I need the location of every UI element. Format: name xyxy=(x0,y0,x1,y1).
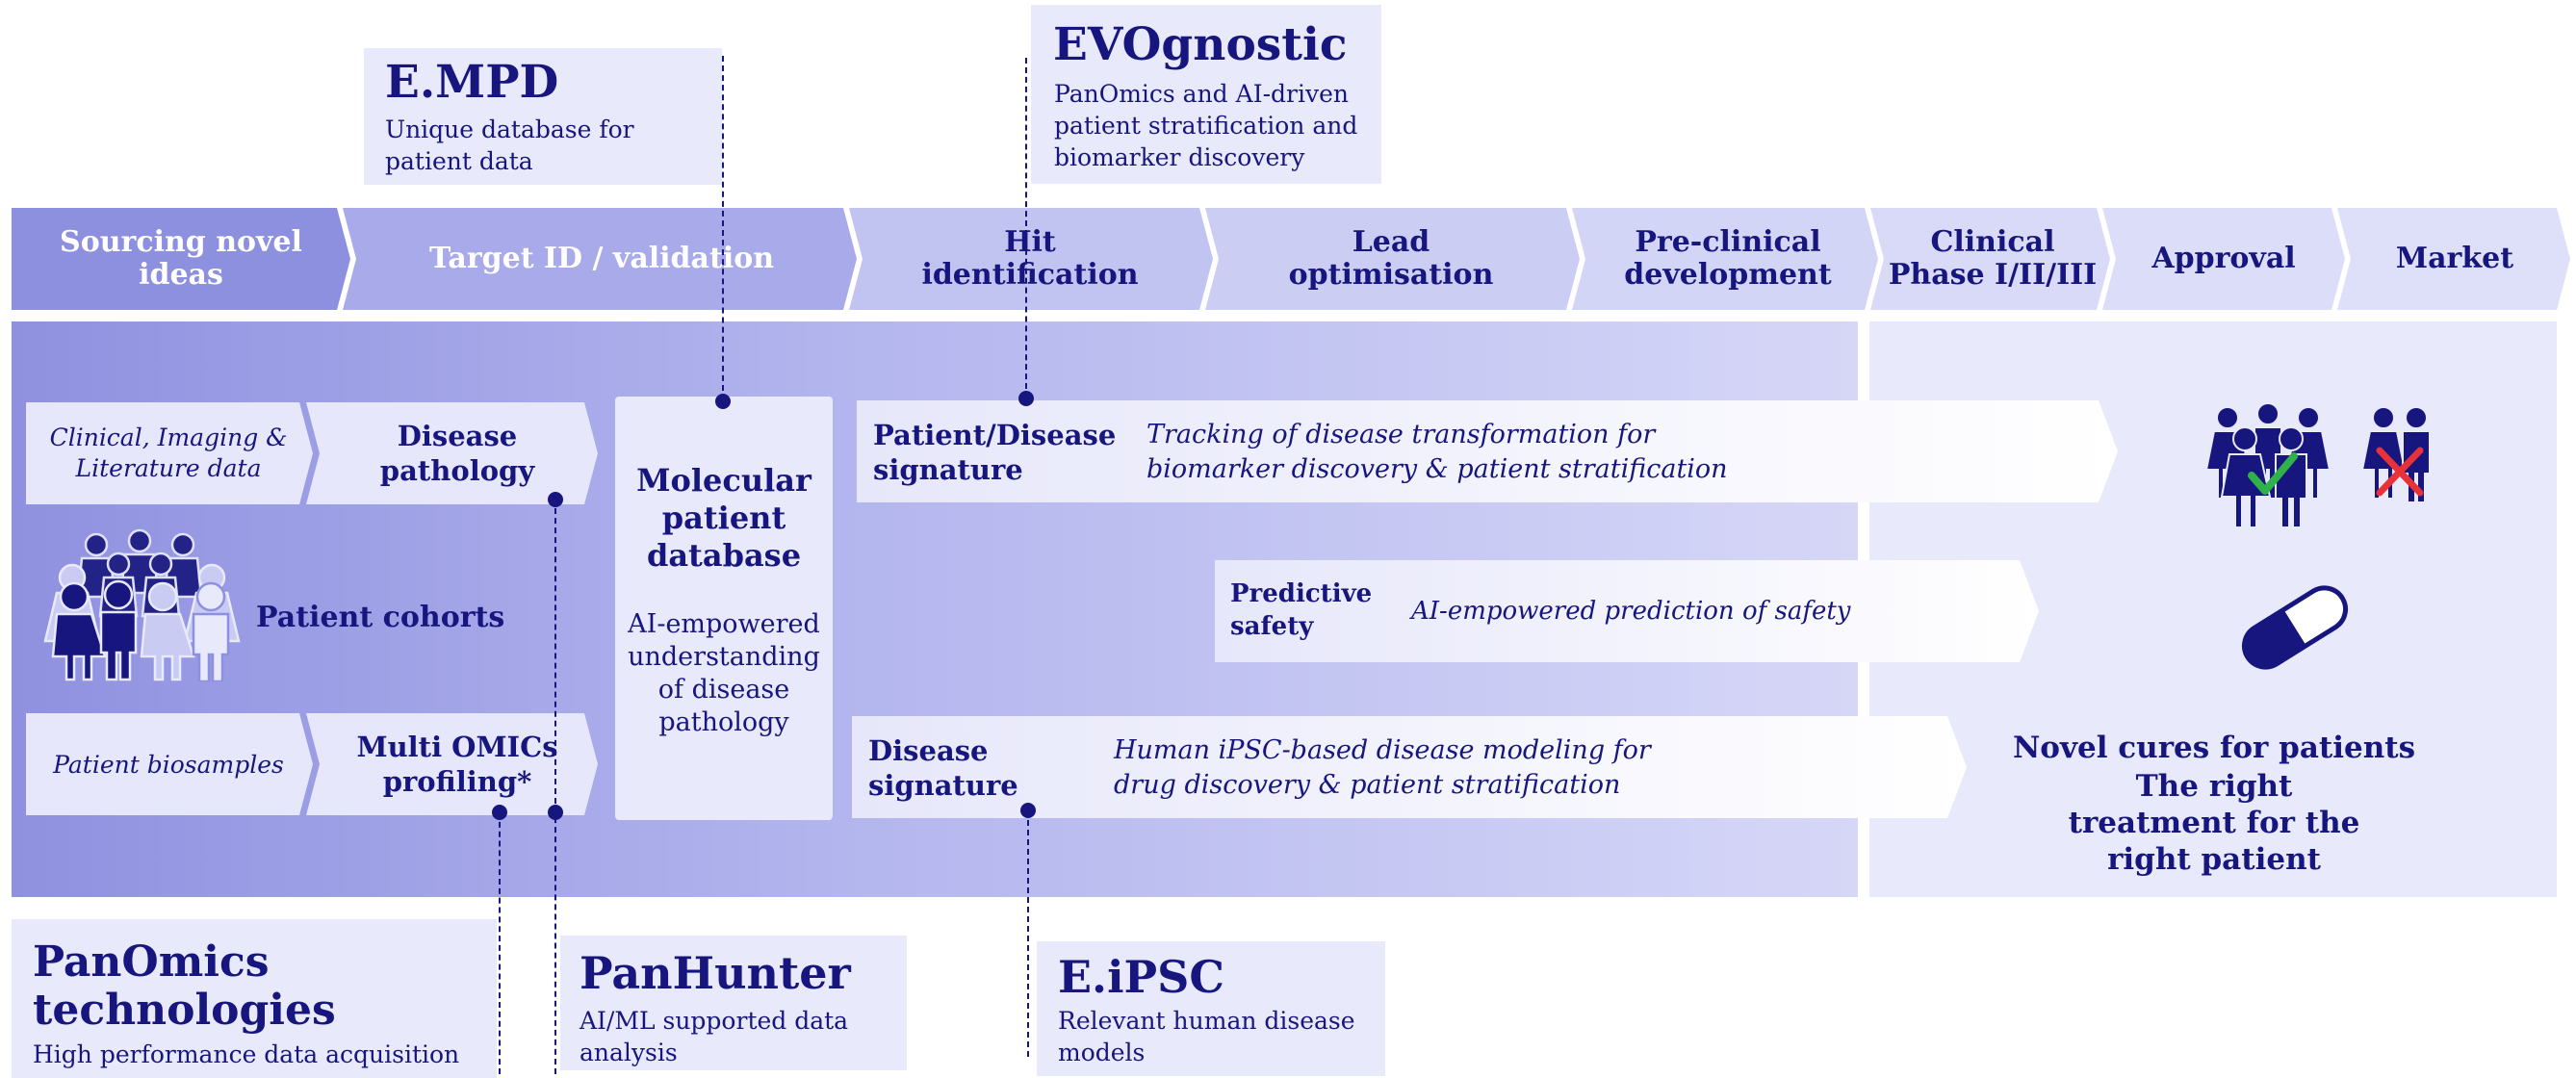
panomics-subtitle: High performance data acquisition xyxy=(33,1040,460,1068)
patient-signature-description: Tracking of disease transformation for b… xyxy=(1146,420,1728,484)
stage-label-lead: Lead optimisation xyxy=(1288,225,1494,292)
disease-pathology-shape xyxy=(306,402,598,504)
patient-signature-arrow xyxy=(857,400,2118,502)
patients-cross-icon xyxy=(2360,406,2431,503)
eipsc-callout: E.iPSC Relevant human disease models xyxy=(1037,941,1385,1076)
stage-chevron-clinical xyxy=(1870,208,2110,310)
patient-cohorts-label: Patient cohorts xyxy=(256,601,505,634)
stage-chevron-preclinical xyxy=(1572,208,1878,310)
evognostic-title: EVOgnostic xyxy=(1053,18,1348,71)
evognostic-callout: EVOgnostic PanOmics and AI-driven patien… xyxy=(1031,5,1381,184)
disease-signature-label: Disease signature xyxy=(868,734,1018,802)
evognostic-connector-dot xyxy=(1018,391,1034,406)
stage-label-market: Market xyxy=(2395,242,2514,275)
eipsc-subtitle: Relevant human disease models xyxy=(1058,1007,1355,1066)
stage-chevrons xyxy=(12,208,2570,310)
panomics-connector xyxy=(499,812,501,1074)
empd-connector xyxy=(722,56,724,400)
molecular-db-description: AI-empowered understanding of disease pa… xyxy=(628,609,820,737)
empd-subtitle: Unique database for patient data xyxy=(385,116,634,175)
stage-label-hit: Hit identification xyxy=(921,225,1139,292)
eipsc-connector xyxy=(1027,810,1029,1057)
panomics-title: PanOmics technologies xyxy=(33,937,336,1035)
stage-chevron-approval xyxy=(2102,208,2345,310)
multi-omics-dot-right xyxy=(548,805,563,820)
disease-pathology-dot xyxy=(548,492,563,507)
evognostic-connector xyxy=(1025,58,1027,398)
stage-label-clinical: Clinical Phase I/II/III xyxy=(1888,225,2098,292)
clinical-data-label: Clinical, Imaging & Literature data xyxy=(49,424,288,482)
stage-chevron-sourcing xyxy=(12,208,350,310)
stage-label-sourcing: Sourcing novel ideas xyxy=(60,225,302,292)
patients-check-icon xyxy=(2204,402,2331,528)
stage-chevron-market xyxy=(2337,208,2570,310)
stage-chevron-lead xyxy=(1205,208,1580,310)
evognostic-subtitle: PanOmics and AI-driven patient stratific… xyxy=(1054,80,1358,171)
disease-pathology-connector xyxy=(554,499,556,1074)
disease-signature-description: Human iPSC-based disease modeling for dr… xyxy=(1114,735,1651,800)
predictive-safety-arrow xyxy=(1215,560,2039,662)
panhunter-callout: PanHunter AI/ML supported data analysis xyxy=(560,936,907,1070)
predictive-safety-label: Predictive safety xyxy=(1230,579,1373,641)
patient-signature-label: Patient/Disease signature xyxy=(873,419,1117,486)
panhunter-title: PanHunter xyxy=(580,947,851,999)
panomics-callout: PanOmics technologies High performance d… xyxy=(12,919,497,1078)
stage-label-approval: Approval xyxy=(2151,242,2296,275)
panhunter-subtitle: AI/ML supported data analysis xyxy=(580,1007,849,1066)
multi-omics-dot-left xyxy=(492,805,507,820)
empd-callout: E.MPD Unique database for patient data xyxy=(364,48,722,185)
people-group-icon xyxy=(43,528,241,681)
outcome-line1: Novel cures for patients xyxy=(2012,731,2416,765)
disease-pathology-label: Disease pathology xyxy=(379,420,535,487)
stage-label-preclinical: Pre-clinical development xyxy=(1624,225,1832,292)
empd-title: E.MPD xyxy=(385,56,559,109)
clinical-data-shape xyxy=(26,402,313,504)
empd-connector-dot xyxy=(715,394,731,409)
outcome-line2: The right treatment for the right patien… xyxy=(2068,769,2360,877)
stage-label-target: Target ID / validation xyxy=(428,242,775,275)
pill-capsule-icon xyxy=(2241,585,2349,670)
disease-signature-arrow xyxy=(852,716,1967,818)
molecular-db-title: Molecular patient database xyxy=(636,461,811,574)
multi-omics-label: Multi OMICs profiling* xyxy=(356,731,558,798)
predictive-safety-description: AI-empowered prediction of safety xyxy=(1411,597,1851,626)
stage-chevron-hit xyxy=(849,208,1213,310)
disease-signature-dot xyxy=(1020,803,1036,818)
stage-chevron-target xyxy=(343,208,857,310)
patient-biosamples-label: Patient biosamples xyxy=(53,750,284,779)
multi-omics-shape xyxy=(306,713,598,815)
patient-biosamples-shape xyxy=(26,713,313,815)
molecular-db-box xyxy=(615,397,833,820)
eipsc-title: E.iPSC xyxy=(1058,951,1224,1003)
